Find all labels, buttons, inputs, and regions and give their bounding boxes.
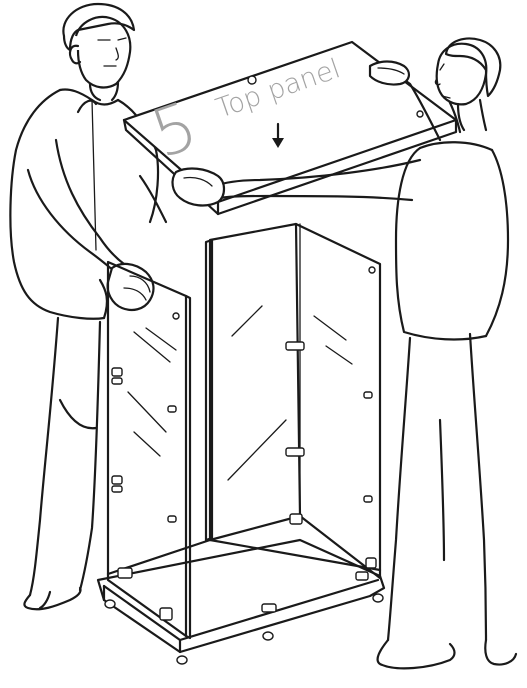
hardware-bracket — [160, 608, 172, 620]
hardware-bracket — [118, 568, 132, 578]
hardware-bracket — [168, 406, 176, 412]
hardware-bracket — [364, 392, 372, 398]
foot-marker — [373, 594, 383, 602]
hardware-bracket — [262, 604, 276, 612]
left-person — [10, 4, 166, 609]
hardware-bracket — [112, 368, 122, 384]
foot-marker — [177, 656, 187, 664]
hardware-bracket — [364, 496, 372, 502]
hardware-bracket — [286, 448, 304, 456]
foot-marker — [263, 632, 273, 640]
screw-hole — [369, 267, 375, 273]
hardware-bracket — [112, 476, 122, 492]
hardware-bracket — [366, 558, 376, 568]
hardware-bracket — [356, 572, 368, 580]
hardware-bracket — [290, 514, 302, 524]
screw-hole — [173, 313, 179, 319]
hardware-bracket — [168, 516, 176, 522]
panel-hole — [417, 111, 423, 117]
hardware-bracket — [286, 342, 304, 350]
foot-marker — [105, 600, 115, 608]
